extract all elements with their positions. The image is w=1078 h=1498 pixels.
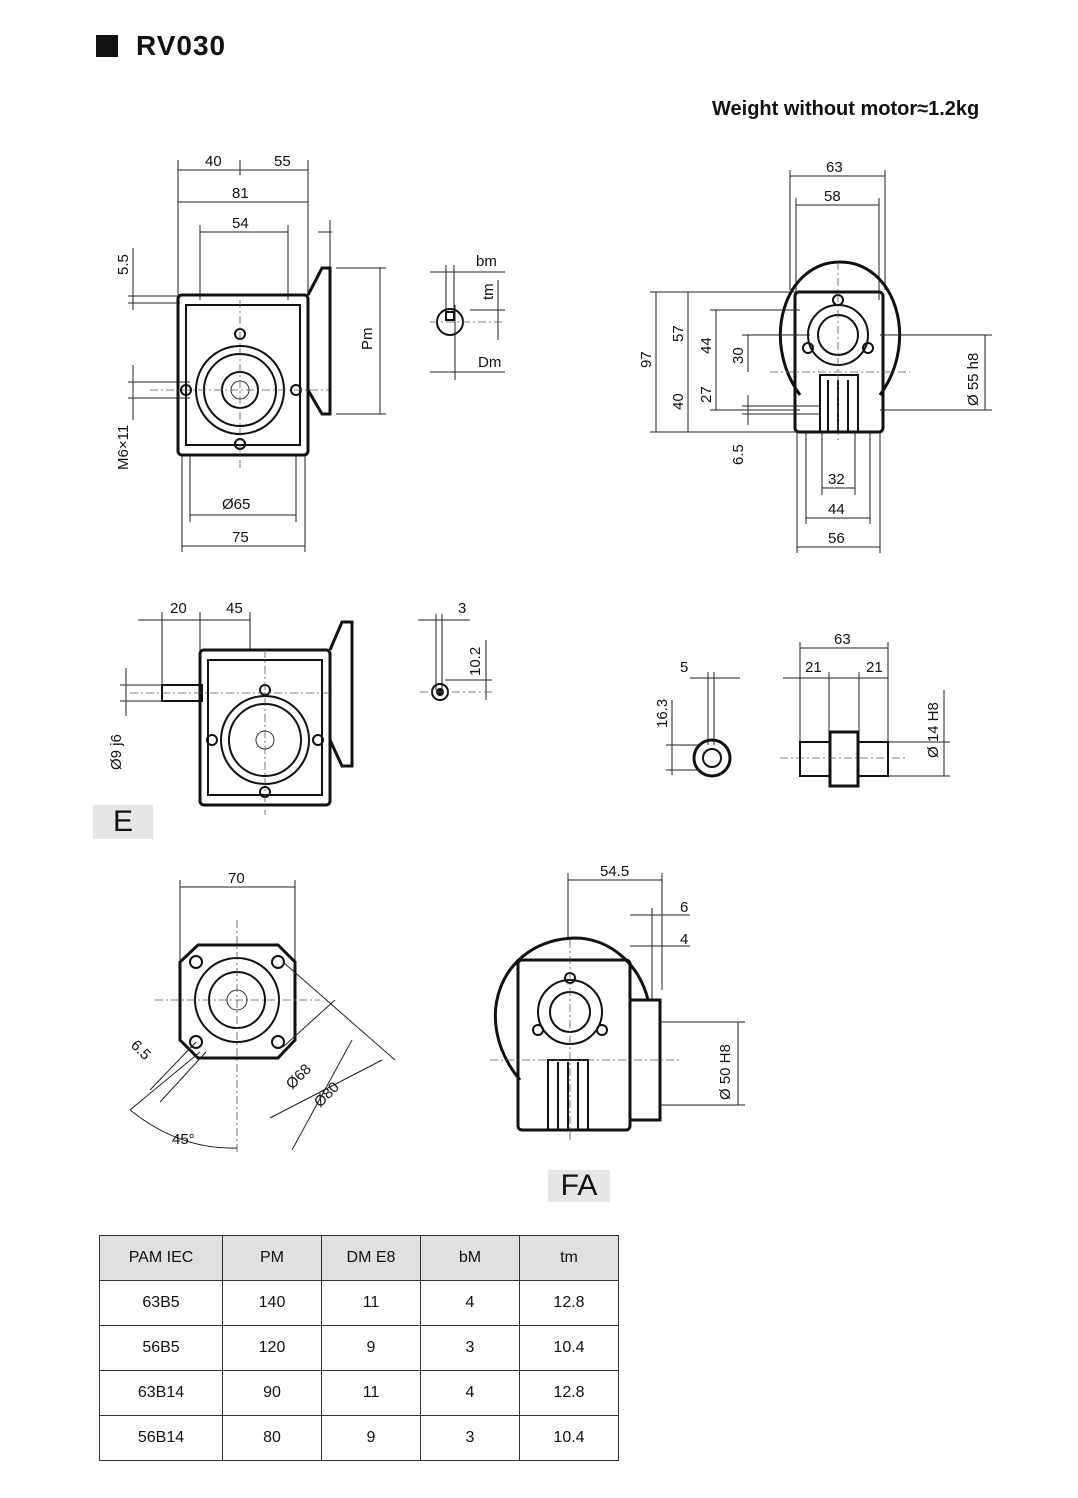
fa-dim-50h8: Ø 50 H8 xyxy=(717,1044,734,1100)
title-bullet xyxy=(96,35,118,57)
fa-view: 54.5 6 4 Ø 50 H8 xyxy=(490,863,745,1140)
table-row: 56B14 80 9 3 10.4 xyxy=(99,1415,619,1461)
table-header-row: PAM IEC PM DM E8 bM tm xyxy=(99,1235,619,1281)
header-tm: tm xyxy=(519,1235,619,1281)
side-dim-6-5: 6.5 xyxy=(730,444,747,465)
shaft-dim-5: 5 xyxy=(680,659,688,676)
cell-pam: 56B5 xyxy=(99,1325,223,1371)
technical-drawing: 40 55 81 54 5.5 Pm xyxy=(108,153,992,1155)
e-dim-10-2: 10.2 xyxy=(467,647,484,676)
flange-dim-70: 70 xyxy=(228,870,245,887)
dim-40: 40 xyxy=(205,153,222,170)
table-row: 63B5 140 11 4 12.8 xyxy=(99,1280,619,1326)
e-dim-9j6: Ø9 j6 xyxy=(108,734,125,770)
shaft-dim-14h8: Ø 14 H8 xyxy=(925,702,942,758)
dim-tm: tm xyxy=(480,283,497,300)
e-view-label: E xyxy=(93,805,153,839)
fa-dim-4: 4 xyxy=(680,931,688,948)
cell-bm: 3 xyxy=(420,1325,520,1371)
cell-bm: 4 xyxy=(420,1370,520,1416)
cell-pm: 80 xyxy=(222,1415,322,1461)
header-bm: bM xyxy=(420,1235,520,1281)
flange-view: 70 Ø68 Ø80 6.5 45° xyxy=(127,870,396,1155)
side-dim-32: 32 xyxy=(828,471,845,488)
fa-dim-54-5: 54.5 xyxy=(600,863,629,880)
dim-d65: Ø65 xyxy=(222,496,250,513)
side-dim-30: 30 xyxy=(730,347,747,364)
flange-dim-45deg: 45° xyxy=(172,1131,195,1148)
cell-pm: 140 xyxy=(222,1280,322,1326)
side-dim-97: 97 xyxy=(638,351,655,368)
dim-55: 55 xyxy=(274,153,291,170)
e-key-detail: 3 10.2 xyxy=(418,600,492,701)
dim-m6x11: M6×11 xyxy=(115,425,132,470)
side-dim-55h8: Ø 55 h8 xyxy=(965,353,982,406)
cell-tm: 10.4 xyxy=(519,1325,619,1371)
side-dim-44b: 44 xyxy=(828,501,845,518)
dim-bm: bm xyxy=(476,253,497,270)
side-dim-63: 63 xyxy=(826,159,843,176)
cell-pam: 63B5 xyxy=(99,1280,223,1326)
header-pm: PM xyxy=(222,1235,322,1281)
fa-dim-6: 6 xyxy=(680,899,688,916)
dim-dm: Dm xyxy=(478,354,501,371)
flange-dim-68: Ø68 xyxy=(283,1061,315,1093)
cell-bm: 3 xyxy=(420,1415,520,1461)
side-dim-57: 57 xyxy=(670,325,687,342)
cell-dm: 9 xyxy=(321,1415,421,1461)
header-pam-iec: PAM IEC xyxy=(99,1235,223,1281)
front-view: 40 55 81 54 5.5 Pm xyxy=(115,153,386,552)
dim-75: 75 xyxy=(232,529,249,546)
cell-pm: 90 xyxy=(222,1370,322,1416)
shaft-dim-16-3: 16.3 xyxy=(654,699,671,728)
dim-81: 81 xyxy=(232,185,249,202)
dim-pm: Pm xyxy=(359,328,376,351)
cell-bm: 4 xyxy=(420,1280,520,1326)
cell-pam: 63B14 xyxy=(99,1370,223,1416)
key-detail: bm tm Dm xyxy=(430,253,505,380)
cell-dm: 11 xyxy=(321,1370,421,1416)
cell-pm: 120 xyxy=(222,1325,322,1371)
side-view: 63 58 97 57 40 44 27 30 xyxy=(638,159,992,553)
e-dim-20: 20 xyxy=(170,600,187,617)
page-title: RV030 xyxy=(136,30,227,61)
dim-54: 54 xyxy=(232,215,249,232)
shaft-dim-21a: 21 xyxy=(805,659,822,676)
table-row: 56B5 120 9 3 10.4 xyxy=(99,1325,619,1371)
title-block: RV030 xyxy=(96,30,226,62)
cell-pam: 56B14 xyxy=(99,1415,223,1461)
side-dim-44: 44 xyxy=(698,337,715,354)
table-row: 63B14 90 11 4 12.8 xyxy=(99,1370,619,1416)
flange-dim-6-5: 6.5 xyxy=(127,1037,154,1064)
cell-dm: 9 xyxy=(321,1325,421,1371)
shaft-dim-21b: 21 xyxy=(866,659,883,676)
fa-view-label: FA xyxy=(548,1169,610,1202)
shaft-detail: 5 16.3 63 21 21 Ø 14 H8 xyxy=(654,631,950,788)
side-dim-27: 27 xyxy=(698,386,715,403)
header-dm-e8: DM E8 xyxy=(321,1235,421,1281)
cell-dm: 11 xyxy=(321,1280,421,1326)
cell-tm: 12.8 xyxy=(519,1370,619,1416)
e-dim-3: 3 xyxy=(458,600,466,617)
e-dim-45: 45 xyxy=(226,600,243,617)
cell-tm: 10.4 xyxy=(519,1415,619,1461)
weight-note: Weight without motor≈1.2kg xyxy=(712,98,980,120)
spec-table: PAM IEC PM DM E8 bM tm 63B5 140 11 4 12.… xyxy=(99,1235,619,1461)
dim-5-5: 5.5 xyxy=(115,254,132,275)
e-view: 20 45 Ø9 j6 xyxy=(108,600,354,815)
side-dim-56: 56 xyxy=(828,530,845,547)
shaft-dim-63: 63 xyxy=(834,631,851,648)
side-dim-40: 40 xyxy=(670,393,687,410)
side-dim-58: 58 xyxy=(824,188,841,205)
cell-tm: 12.8 xyxy=(519,1280,619,1326)
